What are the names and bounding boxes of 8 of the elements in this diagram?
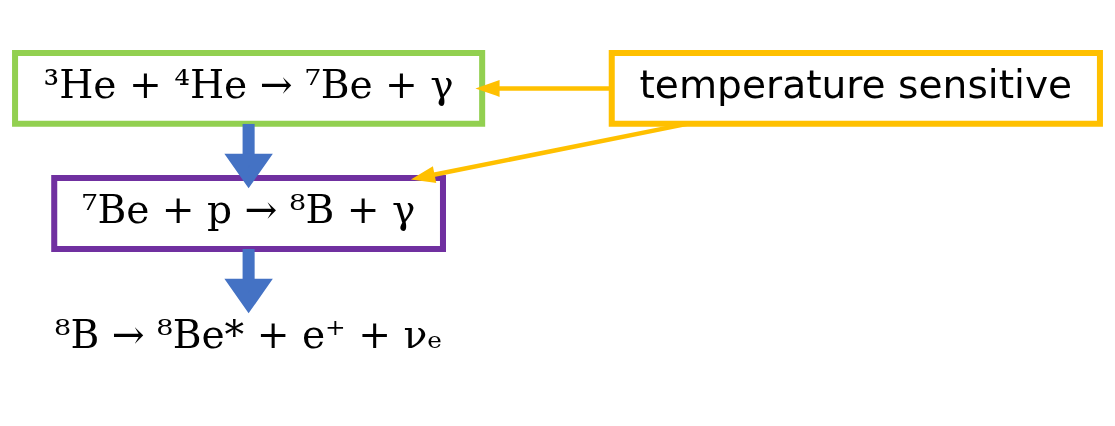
- arrow: [224, 123, 273, 188]
- node-box: ⁷Be + p → ⁸B + γ: [51, 174, 446, 252]
- arrow: [224, 248, 273, 313]
- node-box: ³He + ⁴He → ⁷Be + γ: [12, 49, 486, 127]
- arrow: [475, 79, 612, 97]
- node-text: ⁸B → ⁸Be* + e⁺ + νₑ: [54, 311, 443, 357]
- node-box: temperature sensitive: [608, 49, 1103, 127]
- arrow: [410, 121, 688, 183]
